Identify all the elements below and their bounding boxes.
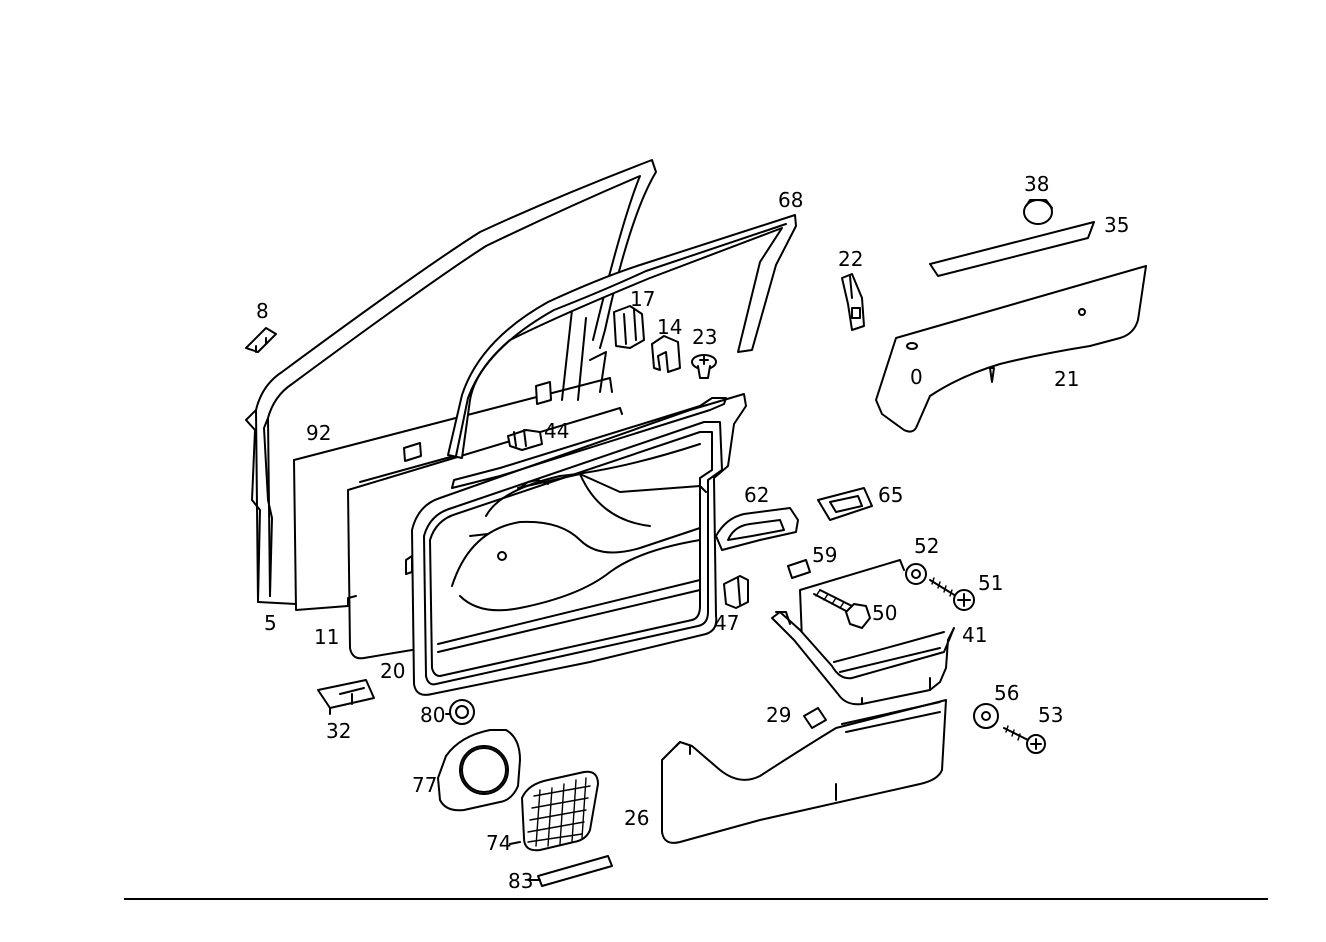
part-label-32: 32 bbox=[326, 719, 351, 743]
part-door-pocket-26 bbox=[661, 699, 947, 844]
part-speaker-grille-74 bbox=[521, 770, 599, 852]
leader-lines bbox=[445, 713, 541, 881]
part-speaker-cover-77 bbox=[437, 729, 521, 812]
part-label-29: 29 bbox=[766, 703, 791, 727]
part-label-0: 0 bbox=[910, 365, 923, 389]
part-washer-56 bbox=[973, 703, 999, 729]
part-label-74: 74 bbox=[486, 831, 511, 855]
part-clip-32 bbox=[317, 679, 375, 715]
part-label-56: 56 bbox=[994, 681, 1019, 705]
part-backing-panel-11 bbox=[347, 407, 623, 660]
part-label-44: 44 bbox=[544, 419, 569, 443]
part-armrest-41 bbox=[771, 559, 955, 706]
part-label-47: 47 bbox=[714, 611, 739, 635]
part-vapour-barrier-92 bbox=[293, 351, 613, 611]
part-label-5: 5 bbox=[264, 611, 277, 635]
part-label-59: 59 bbox=[812, 543, 837, 567]
part-clip-14 bbox=[651, 335, 681, 373]
part-label-8: 8 bbox=[256, 299, 269, 323]
part-upper-panel-21 bbox=[875, 265, 1147, 433]
part-label-92: 92 bbox=[306, 421, 331, 445]
part-washer-52 bbox=[905, 563, 927, 585]
part-label-65: 65 bbox=[878, 483, 903, 507]
part-label-53: 53 bbox=[1038, 703, 1063, 727]
part-clip-8 bbox=[245, 327, 277, 353]
part-grommet-80 bbox=[449, 699, 475, 725]
part-label-17: 17 bbox=[630, 287, 655, 311]
part-label-83: 83 bbox=[508, 869, 533, 893]
part-trim-strip-83 bbox=[537, 855, 613, 887]
part-screw-51 bbox=[929, 577, 975, 611]
part-switch-bezel-65 bbox=[817, 487, 873, 521]
part-label-68: 68 bbox=[778, 188, 803, 212]
part-clip-17 bbox=[613, 305, 645, 349]
part-label-52: 52 bbox=[914, 534, 939, 558]
part-label-11: 11 bbox=[314, 625, 339, 649]
part-label-38: 38 bbox=[1024, 172, 1049, 196]
part-trim-strip-35 bbox=[929, 221, 1095, 277]
part-bracket-22 bbox=[841, 273, 865, 331]
part-handle-bezel-62 bbox=[715, 507, 799, 551]
part-label-35: 35 bbox=[1104, 213, 1129, 237]
part-label-14: 14 bbox=[657, 315, 682, 339]
part-label-80: 80 bbox=[420, 703, 445, 727]
part-label-26: 26 bbox=[624, 806, 649, 830]
part-insert-59 bbox=[787, 559, 811, 579]
part-label-23: 23 bbox=[692, 325, 717, 349]
part-label-20: 20 bbox=[380, 659, 405, 683]
part-clip-44 bbox=[507, 429, 543, 451]
part-fastener-23 bbox=[691, 354, 717, 379]
part-label-22: 22 bbox=[838, 247, 863, 271]
part-cap-nut-38 bbox=[1023, 199, 1053, 225]
part-bracket-47 bbox=[723, 575, 749, 609]
part-label-62: 62 bbox=[744, 483, 769, 507]
part-label-50: 50 bbox=[872, 601, 897, 625]
part-label-41: 41 bbox=[962, 623, 987, 647]
part-window-channel-68 bbox=[447, 214, 797, 459]
part-screw-53 bbox=[1003, 725, 1046, 754]
part-block-29 bbox=[803, 707, 827, 729]
part-door-trim-panel-20 bbox=[405, 393, 747, 696]
part-label-21: 21 bbox=[1054, 367, 1079, 391]
part-label-51: 51 bbox=[978, 571, 1003, 595]
part-label-77: 77 bbox=[412, 773, 437, 797]
part-bolt-50 bbox=[813, 589, 871, 629]
